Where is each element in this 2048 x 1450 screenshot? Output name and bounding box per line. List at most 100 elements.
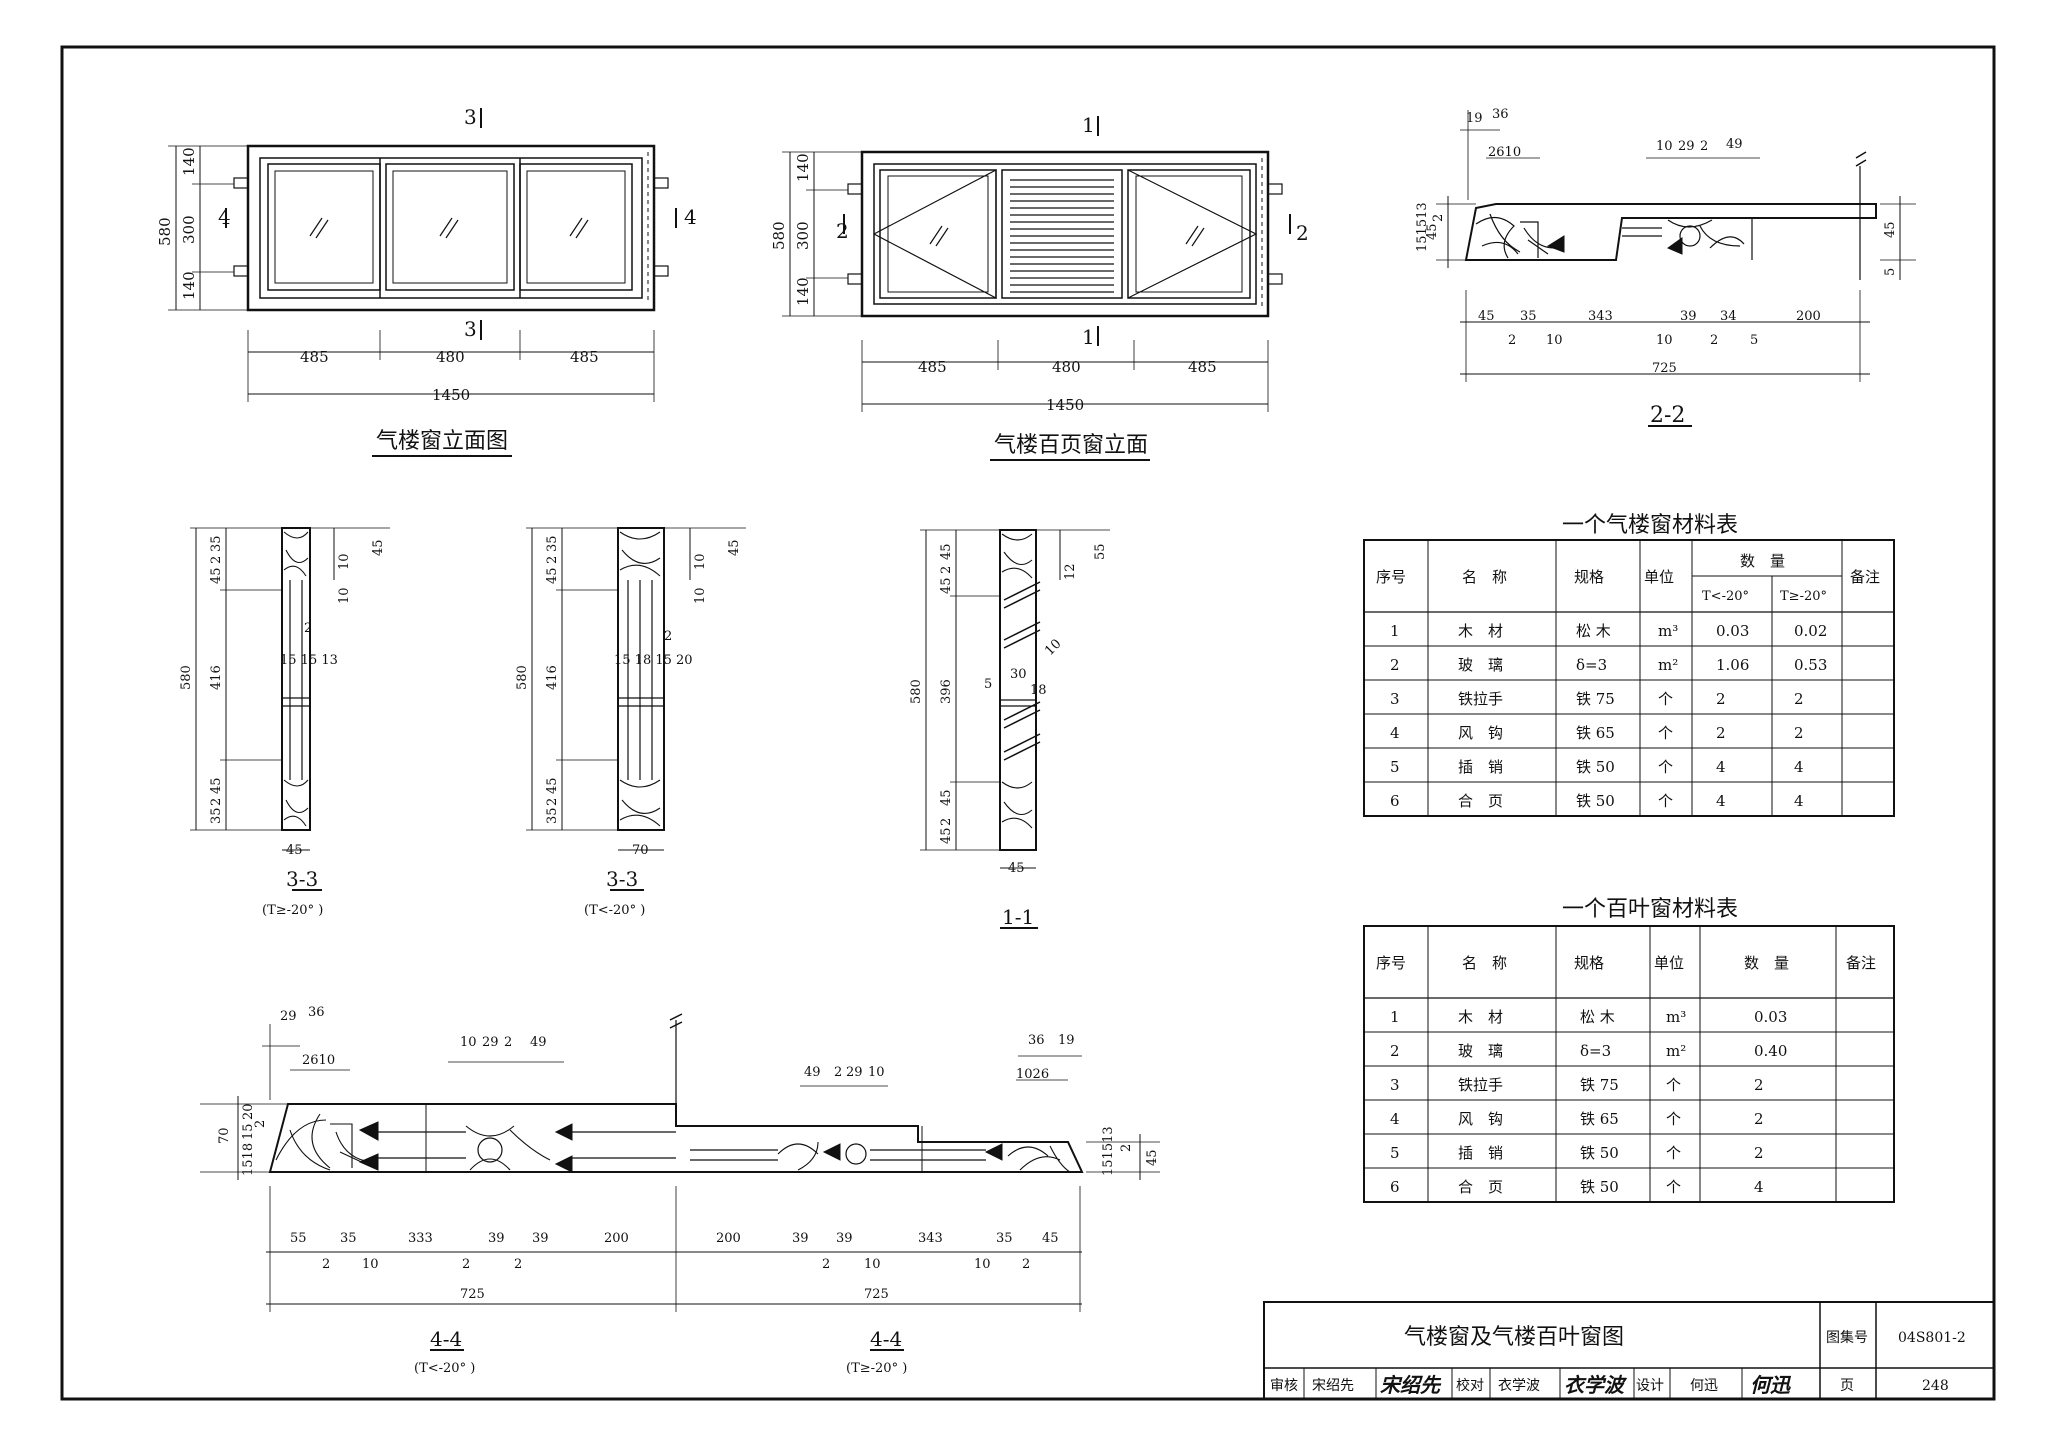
dim-label: 416 — [209, 665, 224, 690]
cut-mark: 3 — [464, 317, 477, 341]
dim-label: 55 — [1093, 543, 1108, 560]
page-label: 页 — [1840, 1378, 1854, 1394]
elevation-window-labels: 3 3 4 4 580 140 300 140 485 480 485 1450… — [156, 105, 697, 454]
dim-label: 2 — [545, 798, 560, 806]
section-3-3-a-labels: 580 45 2 35 416 35 2 45 10 45 10 2 15 15… — [179, 535, 386, 918]
reviewer-name: 宋绍先 — [1312, 1378, 1354, 1394]
dim-label: 29 — [1678, 139, 1695, 154]
drawing-caption: 气楼百页窗立面 — [994, 433, 1148, 458]
dim-total-height: 580 — [156, 217, 174, 246]
dim-label: 35 — [209, 807, 224, 824]
drawing-caption: 3-3 — [286, 867, 318, 891]
dim-width-2: 480 — [1052, 358, 1081, 376]
table-cell-unit: 个 — [1658, 758, 1673, 776]
table-cell-name: 风 钩 — [1458, 724, 1503, 742]
cut-mark: 3 — [464, 105, 477, 129]
dim-label: 35 — [996, 1231, 1013, 1246]
cut-mark: 4 — [684, 205, 697, 229]
dim-label: 10 — [693, 587, 708, 604]
dim-label: 29 — [846, 1065, 863, 1080]
dim-label: 2 — [253, 1120, 268, 1128]
cut-mark: 1 — [1082, 113, 1095, 137]
table-header-unit: 单位 — [1654, 954, 1684, 972]
dim-width-2: 480 — [436, 348, 465, 366]
table-header-spec: 规格 — [1574, 954, 1604, 972]
section-2-2-labels: 19 36 2610 10 29 2 49 45 151513 2 45 5 4… — [1415, 107, 1898, 428]
dim-label: 5 — [984, 677, 992, 692]
table-cell-unit: 个 — [1658, 724, 1673, 742]
dim-label: 35 — [209, 535, 224, 552]
dim-label: 36 — [1492, 107, 1509, 122]
drawing-caption: 4-4 — [430, 1327, 462, 1351]
reviewer-signature: 宋绍先 — [1380, 1373, 1442, 1397]
drawing-note: (T≥-20° ) — [262, 903, 323, 918]
dim-label: 49 — [530, 1035, 547, 1050]
dim-label: 2 — [504, 1035, 512, 1050]
dim-label: 10 — [864, 1257, 881, 1272]
material-table-window: 一个气楼窗材料表 序号 名 称 规格 单位 数 量 T<-20° T≥-20° … — [1363, 513, 1895, 817]
dim-label: 10 — [1656, 139, 1673, 154]
dim-label: 151513 — [1415, 202, 1430, 252]
table-header-unit: 单位 — [1644, 568, 1674, 586]
dim-label: 36 — [308, 1005, 325, 1020]
louver-slats — [1010, 179, 1114, 293]
table-cell-qty: 2 — [1754, 1076, 1764, 1094]
dim-label: 45 — [1425, 223, 1440, 240]
table-cell-no: 4 — [1390, 1110, 1400, 1128]
table-header-qty: 数 量 — [1740, 552, 1785, 570]
table-header-q2: T≥-20° — [1780, 589, 1827, 604]
sheet-border — [60, 45, 1996, 1401]
dim-label: 5 — [1883, 268, 1898, 276]
dim-label: 45 — [939, 543, 954, 560]
table-cell-qty: 1.06 — [1716, 656, 1749, 674]
dim-total-height: 580 — [770, 221, 788, 250]
table-cell-qty: 0.02 — [1794, 622, 1827, 640]
table-cell-name: 铁拉手 — [1458, 1076, 1503, 1094]
atlas-label: 图集号 — [1826, 1329, 1868, 1346]
dim-label: 10 — [1656, 333, 1673, 348]
table-header-name: 名 称 — [1462, 568, 1507, 586]
dim-label: 45 — [209, 567, 224, 584]
dim-label: 2 — [664, 629, 672, 644]
table-cell-spec: 松 木 — [1580, 1008, 1615, 1026]
table-cell-no: 1 — [1390, 622, 1400, 640]
dim-width-1: 485 — [300, 348, 329, 366]
dim-label: 10 — [362, 1257, 379, 1272]
dim-label: 29 — [280, 1009, 297, 1024]
dim-label: 2 — [939, 566, 954, 574]
dim-label: 580 — [515, 665, 530, 690]
dim-label: 2 — [1700, 139, 1708, 154]
drawing-title: 气楼窗及气楼百叶窗图 — [1404, 1325, 1624, 1350]
dim-label: 45 — [209, 777, 224, 794]
dim-label: 15 15 13 — [280, 653, 338, 668]
dim-label: 1026 — [1016, 1067, 1049, 1082]
drawing-caption: 3-3 — [606, 867, 638, 891]
drawing-caption: 2-2 — [1650, 403, 1685, 428]
table-cell-no: 5 — [1390, 1144, 1400, 1162]
dim-height-top: 140 — [794, 153, 812, 182]
dim-label: 70 — [217, 1127, 232, 1144]
table-cell-unit: m² — [1666, 1042, 1686, 1060]
dim-label: 20 — [241, 1103, 256, 1120]
dim-label: 45 — [371, 539, 386, 556]
atlas-number: 04S801-2 — [1898, 1330, 1966, 1346]
elevation-louver — [782, 116, 1291, 412]
designer-name: 何迅 — [1690, 1378, 1718, 1394]
table-cell-spec: 铁 50 — [1580, 1178, 1619, 1196]
check-label: 校对 — [1456, 1377, 1484, 1394]
dim-label: 580 — [909, 679, 924, 704]
cut-mark: 2 — [1296, 221, 1309, 245]
dim-label: 200 — [1796, 309, 1821, 324]
table-cell-qty: 4 — [1794, 792, 1804, 810]
table-cell-no: 2 — [1390, 1042, 1400, 1060]
section-3-3-a — [190, 527, 390, 891]
dim-label: 49 — [804, 1065, 821, 1080]
table-cell-qty: 2 — [1754, 1110, 1764, 1128]
table-cell-unit: m³ — [1658, 622, 1678, 640]
dim-width-3: 485 — [570, 348, 599, 366]
dim-label: 333 — [408, 1231, 433, 1246]
dim-label: 2 — [1508, 333, 1516, 348]
dim-label: 45 — [1478, 309, 1495, 324]
